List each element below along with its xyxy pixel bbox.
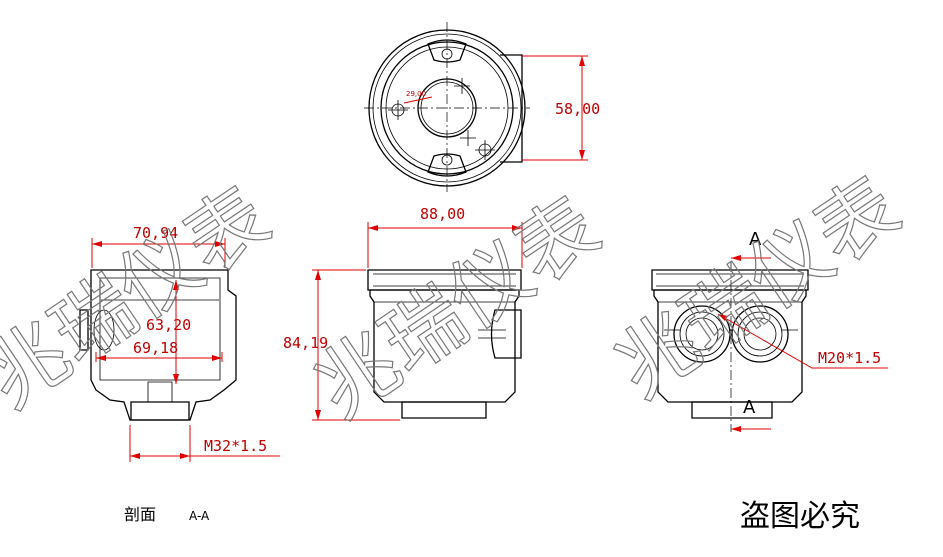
copyright-notice: 盗图必究 (740, 499, 860, 534)
watermark-text-a: 兆瑞仪表 (0, 170, 286, 426)
section-mark-top: A (749, 229, 762, 250)
top-view: 29,00 58,00 (364, 22, 600, 192)
top-view-height-dimension: 58,00 (555, 100, 600, 118)
front-width-dimension: 88,00 (420, 205, 465, 223)
watermark-text-c: 兆瑞仪表 (599, 160, 916, 416)
section-caption-tag: A-A (189, 509, 210, 523)
front-height-dimension: 84,19 (283, 334, 328, 352)
section-inner-width-dimension: 69,18 (133, 339, 178, 357)
side-view: A A M20*1.5 (651, 229, 888, 432)
section-height-dimension: 63,20 (146, 316, 191, 334)
front-view: 88,00 84,19 (283, 205, 523, 421)
section-caption: 剖面 (124, 505, 156, 524)
side-thread-label: M20*1.5 (818, 349, 881, 367)
section-view: 70,94 63,20 69,18 M32*1.5 剖面 A-A (79, 224, 280, 524)
section-top-width-dimension: 70,94 (133, 224, 178, 242)
top-view-small-dimension: 29,00 (406, 90, 426, 98)
watermark: 兆瑞仪表 兆瑞仪表 兆瑞仪表 (0, 159, 917, 436)
section-thread-label: M32*1.5 (204, 437, 267, 455)
section-mark-bottom: A (743, 397, 756, 418)
